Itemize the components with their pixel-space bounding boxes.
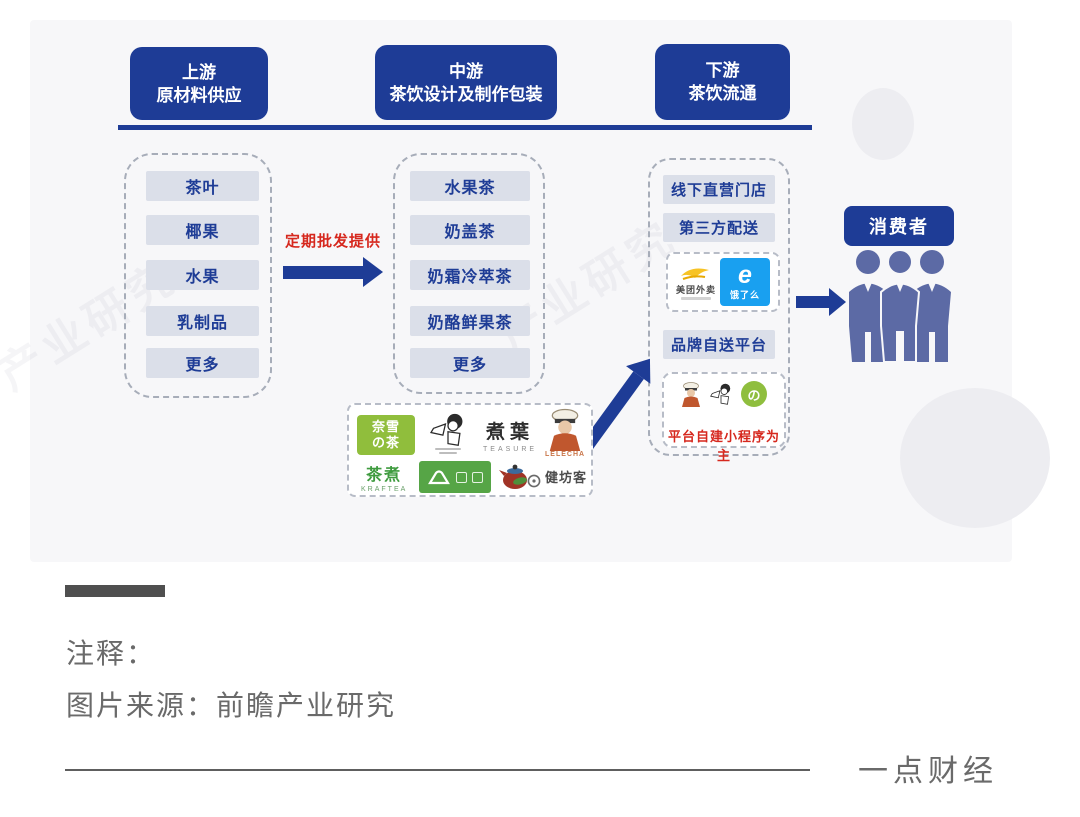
- naixue-line1: 奈雪: [371, 418, 400, 434]
- section-divider-bar: [65, 585, 165, 597]
- header-downstream-line2: 茶饮流通: [688, 84, 757, 103]
- midstream-item: 水果茶: [410, 171, 530, 201]
- midstream-item: 更多: [410, 348, 530, 378]
- upstream-item: 椰果: [146, 215, 259, 245]
- delivery-logos-card: 美团外卖 e 饿了么: [666, 252, 780, 312]
- naixue-seal-icon: の: [741, 381, 767, 407]
- consumers-people-icon: [849, 249, 951, 363]
- midstream-group: [393, 153, 545, 394]
- midstream-brands-card: 奈雪 の茶 煮葉 TEASURE LELECH: [347, 403, 593, 497]
- teasure-name: 煮葉: [486, 422, 535, 443]
- pouring-mascot-logo: [425, 413, 471, 454]
- mountain-brand-glyph: [472, 471, 483, 483]
- lelecha-sub: LELECHA: [545, 451, 586, 458]
- upstream-item: 乳制品: [146, 306, 259, 336]
- naixue-line2: の茶: [371, 435, 400, 450]
- eleme-logo: e 饿了么: [720, 258, 770, 306]
- lelecha-mascot-icon: [549, 408, 581, 451]
- header-underline: [118, 125, 812, 130]
- header-upstream: 上游 原材料供应: [130, 47, 268, 120]
- midstream-item: 奶酪鲜果茶: [410, 306, 530, 336]
- teapot-brand-icon: [499, 464, 541, 489]
- meituan-waimai-logo: 美团外卖: [676, 264, 716, 300]
- header-downstream: 下游 茶饮流通: [655, 44, 790, 120]
- downstream-item-offline-stores: 线下直营门店: [663, 175, 775, 204]
- to-consumer-arrow-icon: [796, 288, 846, 316]
- lelecha-mascot-icon: [682, 382, 700, 407]
- mountain-brand-logo: [419, 461, 491, 493]
- eleme-e-icon: e: [738, 261, 752, 289]
- supply-arrow-icon: [283, 257, 383, 287]
- upstream-item: 水果: [146, 260, 259, 290]
- downstream-item-third-party-delivery: 第三方配送: [663, 213, 775, 242]
- consumer-box: 消费者: [844, 206, 954, 246]
- downstream-item-brand-self-delivery: 品牌自送平台: [663, 330, 775, 359]
- teasure-sub: TEASURE: [483, 446, 538, 453]
- downstream-group: [648, 158, 790, 456]
- mascot-caption-bars: [435, 448, 461, 454]
- self-delivery-card: の 平台自建小程序为主: [662, 372, 786, 463]
- mountain-icon: [428, 470, 450, 485]
- image-source-line: 图片来源：前瞻产业研究: [66, 690, 397, 721]
- note-label: 注释：: [66, 638, 157, 669]
- self-delivery-mascots: の: [664, 380, 784, 408]
- meituan-subtext-bar: [680, 297, 711, 300]
- header-downstream-line1: 下游: [705, 61, 740, 80]
- kraftea-logo: 茶煮 KRAFTEA: [361, 461, 407, 493]
- kraftea-sub: KRAFTEA: [361, 486, 408, 493]
- meituan-kangaroo-icon: [680, 268, 709, 280]
- self-delivery-note: 平台自建小程序为主: [667, 429, 780, 463]
- midstream-item: 奶霜冷萃茶: [410, 260, 530, 290]
- upstream-item: 茶叶: [146, 171, 259, 201]
- naixue-logo: 奈雪 の茶: [357, 415, 415, 455]
- supply-arrow-label: 定期批发提供: [284, 233, 381, 250]
- brand-wordmark: 健坊客: [545, 470, 588, 485]
- kraftea-name: 茶煮: [366, 467, 403, 484]
- eleme-name: 饿了么: [729, 290, 760, 300]
- publisher-name: 一点财经: [858, 755, 998, 788]
- header-midstream-line1: 中游: [449, 61, 483, 81]
- header-midstream: 中游 茶饮设计及制作包装: [375, 45, 557, 120]
- watermark-blob: [900, 388, 1050, 528]
- watermark-blob: [852, 88, 914, 160]
- header-upstream-line1: 上游: [182, 62, 216, 82]
- upstream-item: 更多: [146, 348, 259, 378]
- meituan-name: 美团外卖: [675, 285, 716, 295]
- teasure-logo: 煮葉 TEASURE: [483, 417, 537, 453]
- midstream-item: 奶盖茶: [410, 215, 530, 245]
- upstream-group: [124, 153, 272, 398]
- header-midstream-line2: 茶饮设计及制作包装: [389, 84, 543, 104]
- mountain-brand-glyph: [456, 471, 467, 483]
- footer-rule: [65, 769, 810, 771]
- header-upstream-line2: 原材料供应: [156, 85, 242, 105]
- pouring-mascot-icon: [710, 383, 731, 405]
- pouring-mascot-icon: [429, 413, 463, 447]
- lelecha-logo: LELECHA: [545, 407, 585, 458]
